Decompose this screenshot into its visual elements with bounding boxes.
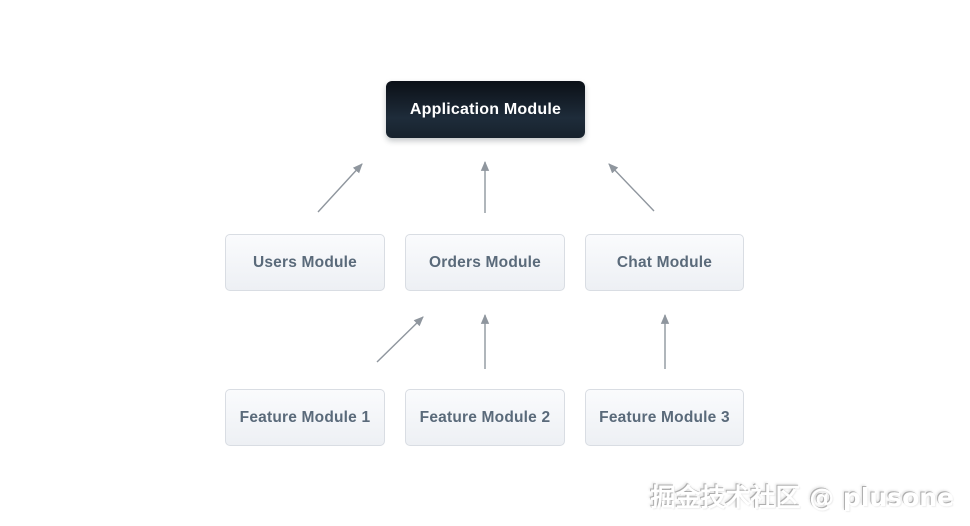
node-label: Feature Module 2 xyxy=(419,408,551,426)
watermark-text: 掘金技术社区 @ plusone xyxy=(650,483,954,512)
node-label: Users Module xyxy=(252,253,358,271)
edge-chat-to-application xyxy=(608,163,655,212)
node-label: Chat Module xyxy=(616,253,713,271)
node-label: Feature Module 3 xyxy=(599,408,730,426)
edge-users-to-application xyxy=(317,163,363,213)
node-application-module: Application Module xyxy=(386,81,585,138)
node-label: Feature Module 1 xyxy=(239,408,371,426)
edge-feature1-to-orders xyxy=(376,316,424,363)
node-feature-module-3: Feature Module 3 xyxy=(585,389,744,446)
node-label: Application Module xyxy=(409,100,562,118)
node-orders-module: Orders Module xyxy=(405,234,565,291)
node-label: Orders Module xyxy=(429,253,541,271)
node-users-module: Users Module xyxy=(225,234,385,291)
node-feature-module-1: Feature Module 1 xyxy=(225,389,385,446)
node-chat-module: Chat Module xyxy=(585,234,744,291)
node-feature-module-2: Feature Module 2 xyxy=(405,389,565,446)
